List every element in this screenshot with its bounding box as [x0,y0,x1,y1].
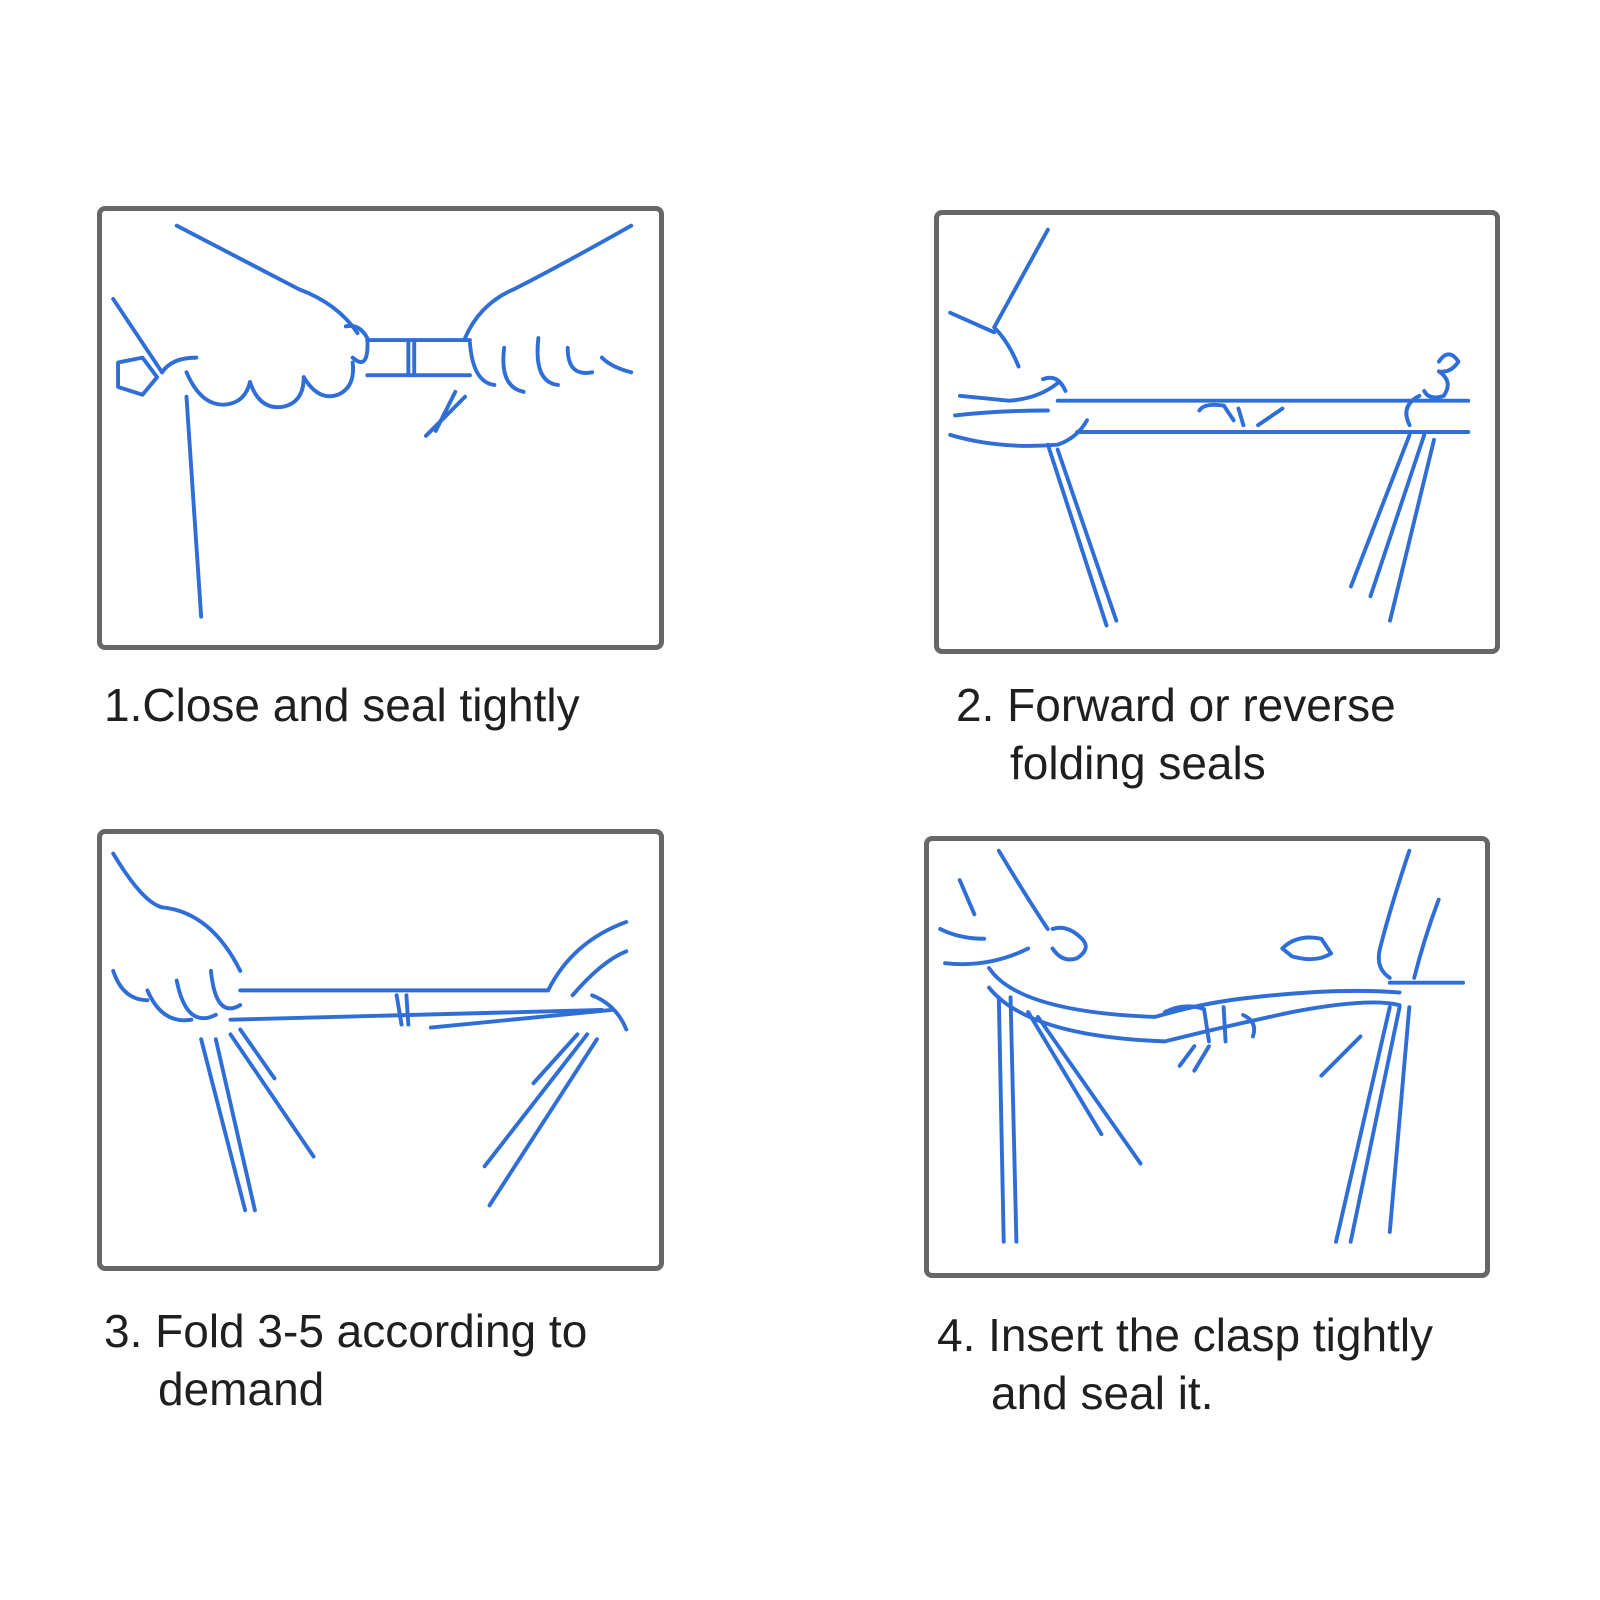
step-3-caption: 3. Fold 3-5 according to demand [104,1302,587,1418]
step-4-illustration [924,836,1490,1278]
step-2-caption: 2. Forward or reverse folding seals [956,676,1396,792]
step-1-number: 1. [104,679,143,731]
step-4-text-line2: and seal it. [991,1367,1214,1419]
step-3-number: 3. [104,1305,143,1357]
step-2-text: Forward or reverse [1007,679,1396,731]
hands-folding-strap-icon [948,227,1471,628]
step-1-caption: 1.Close and seal tightly [104,676,580,734]
step-2-number: 2. [956,679,995,731]
step-1-text: Close and seal tightly [142,679,580,731]
step-4-number: 4. [937,1309,976,1361]
hands-inserting-clasp-icon [938,848,1466,1244]
hands-sealing-strap-icon [111,223,634,619]
step-2-text-line2: folding seals [1010,737,1266,789]
step-3-text: Fold 3-5 according to [155,1305,588,1357]
step-4-caption: 4. Insert the clasp tightly and seal it. [937,1306,1433,1422]
step-1-illustration [97,206,664,650]
step-3-text-line2: demand [158,1363,325,1415]
step-3-illustration [97,829,664,1271]
hands-rolling-strap-icon [111,851,629,1213]
step-4-text: Insert the clasp tightly [988,1309,1434,1361]
step-2-illustration [934,210,1500,654]
